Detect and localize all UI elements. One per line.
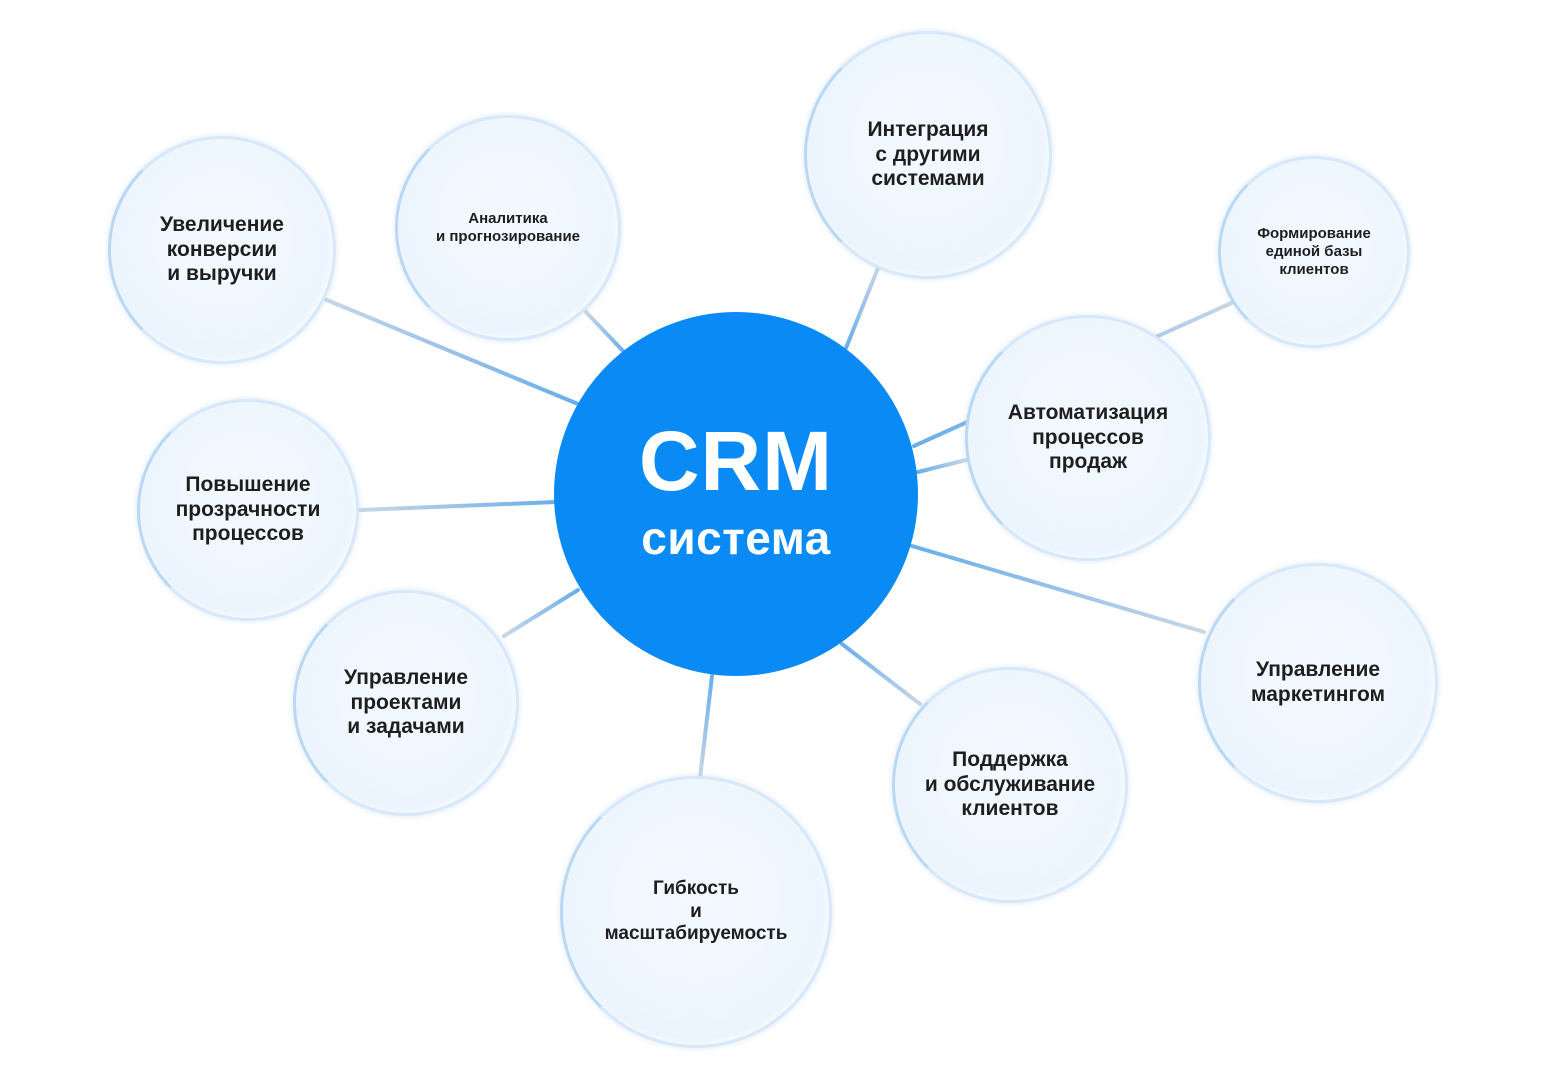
node-label: Гибкость и масштабируемость [604, 878, 788, 945]
node-flexibility: Гибкость и масштабируемость [560, 776, 832, 1048]
connector-transparency [358, 500, 558, 512]
center-node-crm-system: CRM система [554, 312, 918, 676]
node-projects: Управление проектами и задачами [293, 590, 519, 816]
connector-support [840, 642, 922, 706]
node-client-base: Формирование единой базы клиентов [1218, 156, 1410, 348]
node-label: Управление проектами и задачами [343, 665, 469, 739]
connector-integration [844, 266, 880, 350]
node-label: Повышение прозрачности процессов [175, 472, 321, 546]
center-subtitle: система [641, 512, 831, 564]
node-label: Увеличение конверсии и выручки [160, 212, 284, 286]
node-label: Формирование единой базы клиентов [1257, 225, 1371, 278]
node-marketing: Управление маркетингом [1198, 563, 1438, 803]
connector-flexibility [698, 674, 714, 780]
node-label: Управление маркетингом [1250, 658, 1386, 706]
node-sales-automation: Автоматизация процессов продаж [965, 315, 1211, 561]
node-conversion: Увеличение конверсии и выручки [108, 136, 336, 364]
node-label: Интеграция с другими системами [867, 117, 989, 191]
connector-marketing [910, 544, 1206, 634]
node-integration: Интеграция с другими системами [804, 31, 1052, 279]
connector-analytics [584, 310, 626, 354]
node-transparency: Повышение прозрачности процессов [137, 399, 359, 621]
node-analytics: Аналитика и прогнозирование [395, 115, 621, 341]
center-title: CRM [638, 414, 834, 508]
node-label: Поддержка и обслуживание клиентов [924, 747, 1096, 821]
connector-conversion [320, 296, 580, 406]
connector-sales-automation [916, 458, 968, 474]
node-label: Аналитика и прогнозирование [435, 210, 581, 245]
node-label: Автоматизация процессов продаж [1007, 400, 1169, 474]
node-support: Поддержка и обслуживание клиентов [892, 667, 1128, 903]
connector-projects [502, 588, 580, 638]
